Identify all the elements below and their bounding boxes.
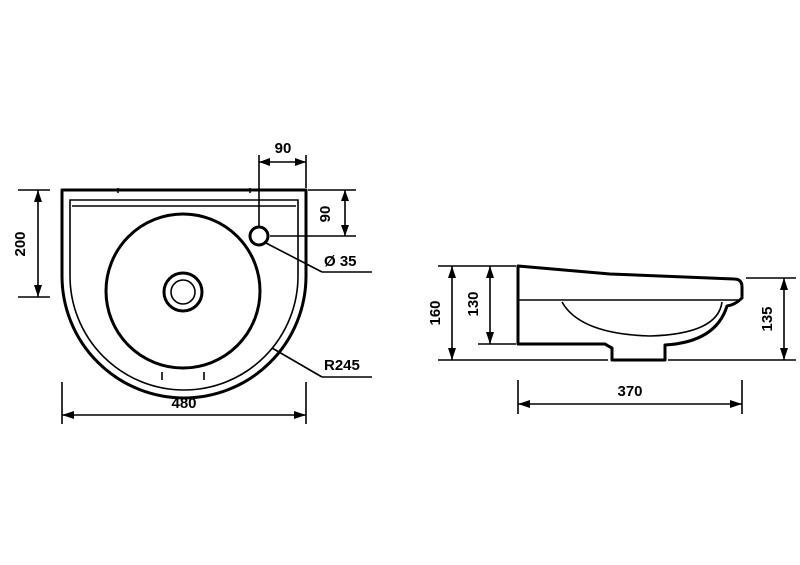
h135-label: 135	[759, 306, 776, 331]
h160-arrow-top	[448, 266, 456, 278]
side-drain-line	[604, 343, 613, 349]
top-view: 480 200 90 90 Ø 35 R245	[12, 140, 372, 424]
h130-arrow-bottom	[486, 332, 494, 344]
tap-y-arrow-top	[341, 190, 349, 201]
radius-label: R245	[324, 357, 360, 374]
h160-arrow-bottom	[448, 348, 456, 360]
tap-x-arrow-left	[259, 158, 270, 166]
h135-arrow-top	[780, 278, 788, 290]
d370-arrow-right	[730, 400, 742, 408]
side-outer-profile	[516, 264, 744, 362]
side-inner-bowl	[561, 301, 723, 337]
width-label: 480	[171, 395, 196, 412]
h130-label: 130	[465, 291, 482, 316]
tap-y-arrow-bottom	[341, 225, 349, 236]
width-arrow-left	[62, 411, 74, 419]
width-arrow-right	[294, 411, 306, 419]
radius-leader	[271, 347, 323, 378]
diameter-leader	[263, 241, 323, 273]
drain-inner	[170, 279, 196, 305]
drain-outer	[162, 271, 204, 313]
depth-arrow-bottom	[34, 285, 42, 297]
h160-label: 160	[427, 300, 444, 325]
d370-arrow-left	[518, 400, 530, 408]
diameter-label: Ø 35	[324, 253, 357, 270]
basin-inner-rim	[69, 199, 299, 391]
side-view: 160 130 135 370	[427, 264, 796, 414]
depth-label: 200	[12, 231, 29, 256]
d370-label: 370	[617, 383, 642, 400]
tap-x-label: 90	[275, 140, 292, 157]
tap-y-label: 90	[317, 206, 334, 223]
depth-arrow-top	[34, 190, 42, 202]
front-lip-mark	[161, 372, 205, 380]
h130-arrow-top	[486, 266, 494, 278]
tap-x-arrow-right	[295, 158, 306, 166]
basin-outer-outline	[60, 188, 308, 400]
h135-arrow-bottom	[780, 348, 788, 360]
bowl-circle	[104, 212, 262, 370]
